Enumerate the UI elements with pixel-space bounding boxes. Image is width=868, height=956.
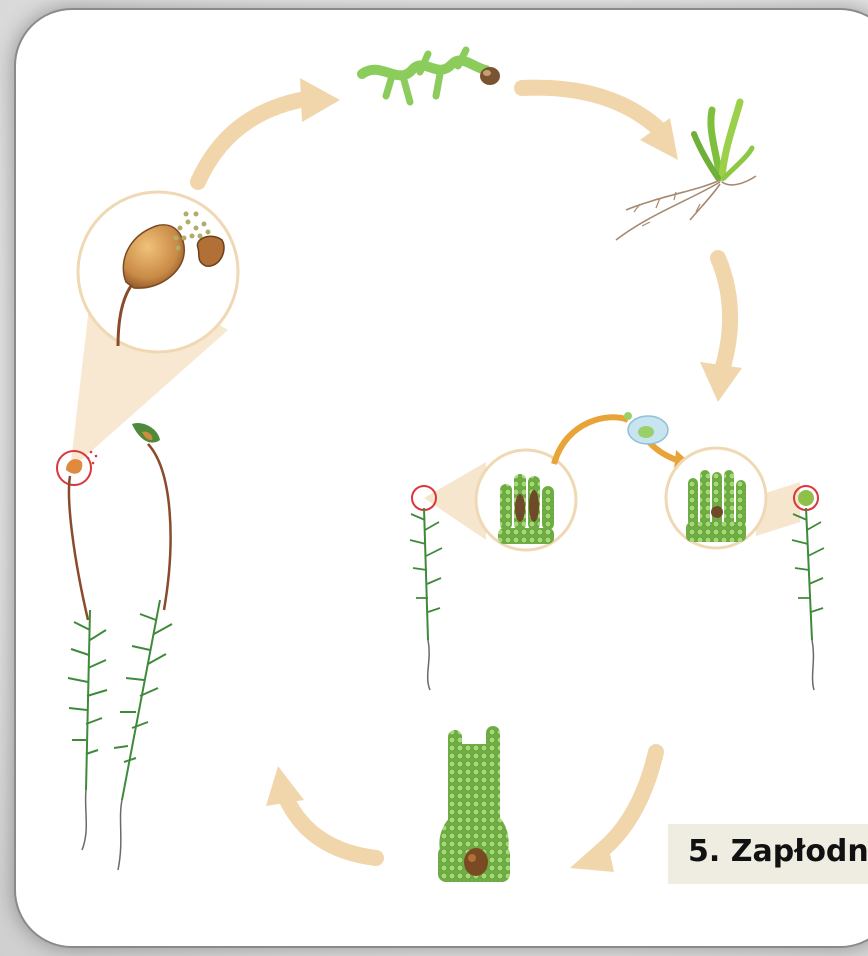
cycle-arrow-5 xyxy=(266,766,376,858)
protonema-illustration xyxy=(362,50,500,102)
cycle-arrow-2 xyxy=(522,88,678,160)
cycle-arrow-1 xyxy=(198,78,340,182)
young-gametophyte-illustration xyxy=(616,102,756,240)
sperm-transfer-arrow xyxy=(554,412,696,470)
sporophyte-plants-illustration xyxy=(57,423,172,870)
male-gametophyte-illustration xyxy=(410,450,576,690)
female-gametophyte-illustration xyxy=(666,448,824,690)
cycle-arrow-4 xyxy=(570,752,656,872)
fertilization-label: 5. Zapłodnienie xyxy=(668,824,868,884)
cycle-arrow-3 xyxy=(700,258,742,402)
capsule-zoom-bubble xyxy=(70,192,238,470)
fertilized-archegonium-illustration xyxy=(438,726,510,882)
